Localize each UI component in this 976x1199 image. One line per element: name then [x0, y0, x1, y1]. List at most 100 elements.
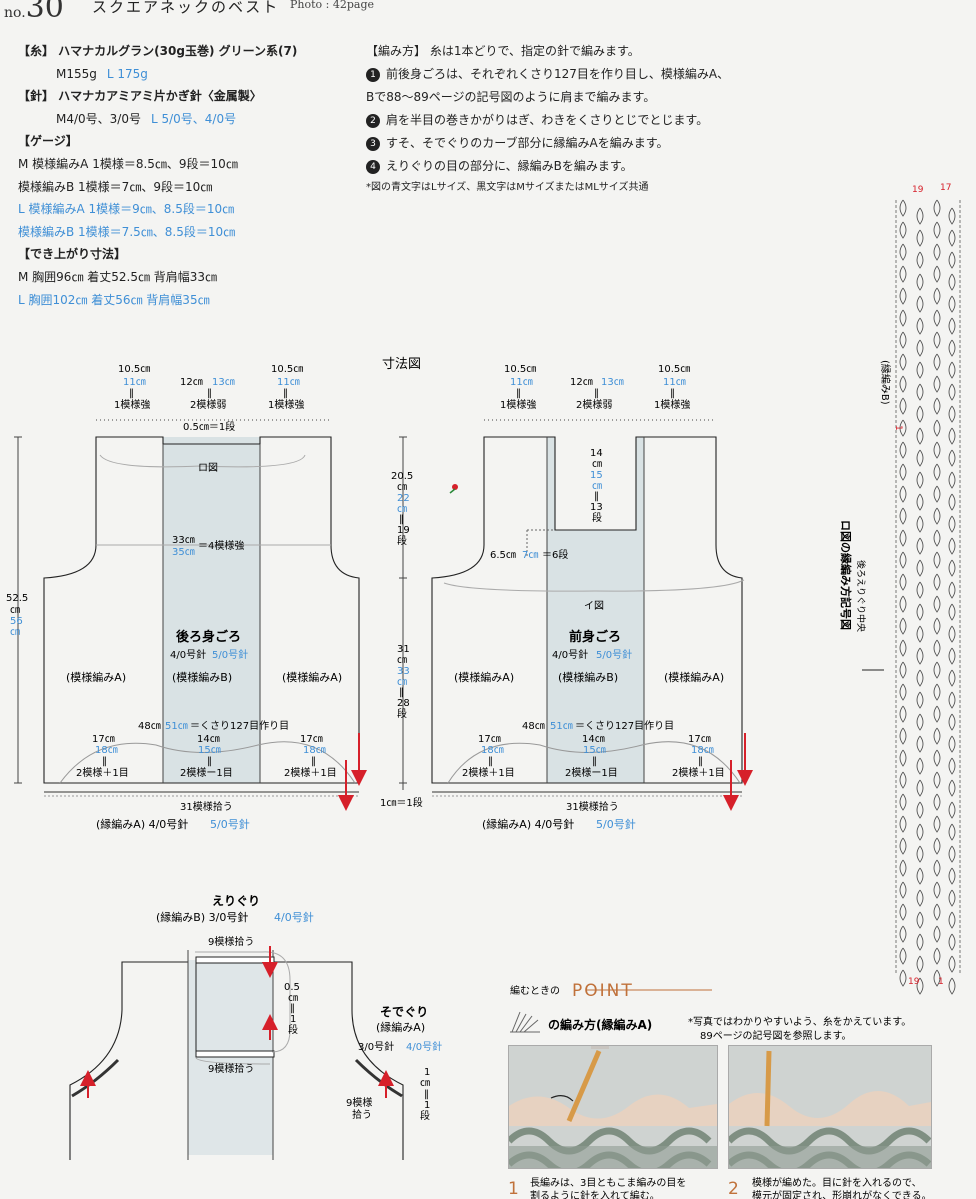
- chart-stitch-mark: [933, 683, 941, 701]
- spec-row: M 胸囲96㎝ 着丈52.5㎝ 背肩幅33㎝: [18, 266, 297, 289]
- chart-stitch-mark: [899, 683, 907, 701]
- front-top-width-c-l: 11㎝: [663, 377, 686, 388]
- front-neck-cm: ㎝: [592, 459, 602, 470]
- back-hem-sub-b: 2模様ー1目: [180, 766, 233, 779]
- eq-mark: ‖: [594, 388, 599, 399]
- chart-stitch-mark: [933, 199, 941, 217]
- chart-stitch-mark: [948, 537, 956, 555]
- side-top-dan: 段: [397, 534, 407, 547]
- back-hem-sub-a: 2模様＋1目: [76, 766, 129, 779]
- front-hem-sub-a: 2模様＋1目: [462, 766, 515, 779]
- chart-stitch-mark: [916, 537, 924, 555]
- front-hem-b-l: 15㎝: [583, 745, 606, 756]
- chart-stitch-mark: [899, 265, 907, 283]
- eq-mark: ‖: [488, 756, 493, 767]
- photo-ref: Photo : 42page: [290, 0, 374, 11]
- chart-stitch-mark: [899, 485, 907, 503]
- chart-stitch-mark: [933, 441, 941, 459]
- chart-stitch-mark: [916, 251, 924, 269]
- chart-stitch-mark: [899, 331, 907, 349]
- chart-stitch-mark: [899, 309, 907, 327]
- collar-pick-top: 9模様拾う: [208, 935, 254, 948]
- chart-stitch-mark: [933, 705, 941, 723]
- step2-number: 2: [728, 1179, 739, 1199]
- chart-num-1: 1: [938, 977, 944, 987]
- sleeve-pick-a: 9模様: [346, 1096, 372, 1109]
- method-note: *図の青文字はLサイズ、黒文字はMサイズまたはMLサイズ共通: [366, 182, 649, 193]
- back-pick-count: 31模様拾う: [180, 800, 233, 813]
- front-top-sub-a: 1模様強: [500, 398, 536, 411]
- back-length-l-unit: ㎝: [10, 627, 20, 638]
- front-hem-sub: ＝くさり127目作り目: [575, 720, 674, 732]
- chart-stitch-mark: [948, 735, 956, 753]
- chart-num-19-bottom: 19: [908, 977, 920, 987]
- spec-row: 模様編みB 1模様＝7㎝、9段＝10㎝: [18, 176, 297, 199]
- front-body-name: 前身ごろ: [569, 629, 621, 645]
- front-hem-width-l: 51㎝: [550, 721, 573, 732]
- sleeve-needle: 3/0号針: [358, 1040, 394, 1053]
- chart-stitch-mark: [916, 625, 924, 643]
- back-neck-depth: 0.5㎝＝1段: [183, 420, 235, 433]
- back-shoulder-width-l: 35㎝: [172, 547, 195, 558]
- step2-photo: [728, 1045, 932, 1169]
- front-hem-c-l: 18㎝: [691, 745, 714, 756]
- chart-stitch-mark: [948, 405, 956, 423]
- sleeve-depth: 1: [424, 1067, 430, 1078]
- back-top-width-a-l: 11㎝: [123, 377, 146, 388]
- chart-stitch-mark: [916, 339, 924, 357]
- spec-row: 【糸】 ハマナカルグラン(30g玉巻) グリーン系(7): [18, 40, 297, 63]
- step-text: 前後身ごろは、それぞれくさり127目を作り目し、模様編みA、: [386, 67, 730, 81]
- front-top-width-a: 10.5㎝: [504, 364, 536, 375]
- back-top-width-a: 10.5㎝: [118, 364, 150, 375]
- chart-stitch-mark: [933, 529, 941, 547]
- chart-stitch-mark: [916, 867, 924, 885]
- eq-mark: ‖: [516, 388, 521, 399]
- front-neck-depth-l: 15: [590, 470, 603, 481]
- symbol-chart: 19 17 19 1 (縁編みB) 1 ロ図の縁編み方記号図 後ろえりぐり中央: [839, 183, 961, 995]
- sleeve-sub: (縁編みA): [376, 1020, 425, 1034]
- chart-stitch-mark: [916, 405, 924, 423]
- side-bottom-l-cm: ㎝: [397, 677, 407, 688]
- point-note2: 89ページの記号図を参照します。: [700, 1029, 852, 1042]
- chart-stitch-mark: [948, 625, 956, 643]
- chart-stitch-mark: [933, 309, 941, 327]
- chart-stitch-mark: [948, 493, 956, 511]
- chart-stitch-mark: [899, 353, 907, 371]
- back-top-width-b: 12㎝: [180, 377, 203, 388]
- chart-stitch-mark: [916, 647, 924, 665]
- side-bottom-dan: 段: [397, 707, 407, 720]
- chart-stitch-mark: [948, 383, 956, 401]
- eq-mark: ‖: [592, 756, 597, 767]
- step2-text-b: 模元が固定され、形崩れがなくできる。: [752, 1189, 932, 1199]
- chart-center: 後ろえりぐり中央: [855, 560, 867, 632]
- front-pattern-b: (模様編みB): [558, 670, 618, 684]
- flower-icon: [452, 484, 458, 490]
- point-note1: *写真ではわかりやすいよう、糸をかえています。: [688, 1015, 911, 1028]
- side-bottom: 31: [397, 644, 410, 655]
- fan-stitch-icon: [510, 1011, 540, 1033]
- chart-stitch-mark: [916, 889, 924, 907]
- front-hem-a: 17㎝: [478, 734, 501, 745]
- chart-stitch-mark: [933, 837, 941, 855]
- chart-stitch-mark: [899, 529, 907, 547]
- chart-stitch-mark: [948, 427, 956, 445]
- front-top-width-a-l: 11㎝: [510, 377, 533, 388]
- chart-stitch-mark: [948, 449, 956, 467]
- eq-mark: ‖: [290, 1003, 295, 1014]
- point-word: POINT: [572, 981, 634, 1001]
- front-top-width-b-l: 13㎝: [601, 377, 624, 388]
- chart-stitch-mark: [948, 801, 956, 819]
- chart-stitch-mark: [933, 551, 941, 569]
- chart-stitch-mark: [933, 639, 941, 657]
- back-shoulder-sub: ＝4模様強: [198, 539, 244, 552]
- chart-stitch-mark: [899, 837, 907, 855]
- back-hem-b-l: 15㎝: [198, 745, 221, 756]
- chart-stitch-mark: [916, 229, 924, 247]
- chart-stitch-mark: [916, 955, 924, 973]
- method-step: Bで88〜89ページの記号図のように肩まで編みます。: [366, 86, 729, 109]
- chart-stitch-mark: [899, 221, 907, 239]
- chart-stitch-mark: [916, 471, 924, 489]
- chart-stitch-mark: [916, 779, 924, 797]
- front-edge-needle-l: 5/0号針: [596, 817, 636, 831]
